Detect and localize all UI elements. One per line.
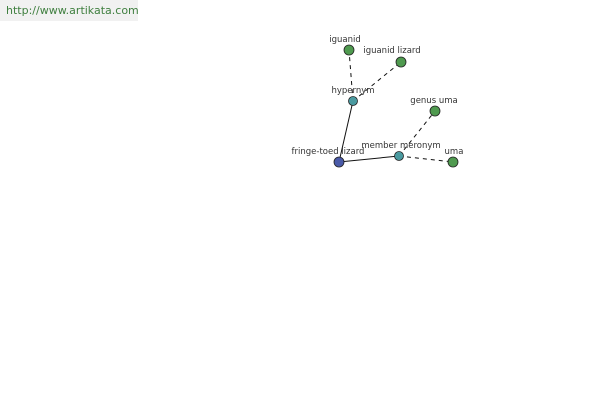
node-iguanid-lizard[interactable]: [395, 56, 407, 68]
node-iguanid[interactable]: [343, 44, 355, 56]
graph-labels: fringe-toed lizard hypernym member meronym…: [292, 35, 464, 157]
node-label-iguanid-lizard: iguanid lizard: [363, 46, 420, 56]
node-label-genus-uma: genus uma: [410, 96, 457, 106]
node-label-iguanid: iguanid: [329, 35, 361, 45]
graph-nodes: [333, 44, 459, 168]
edge-fringe-toed-lizard-to-hypernym: [338, 100, 354, 163]
node-label-hypernym: hypernym: [331, 86, 374, 96]
node-label-member-meronym: member meronym: [361, 141, 440, 151]
edge-member-meronym-to-uma: [398, 155, 454, 163]
node-label-fringe-toed-lizard: fringe-toed lizard: [292, 147, 365, 157]
node-label-uma: uma: [445, 147, 464, 157]
edge-hypernym-to-iguanid: [348, 49, 354, 102]
edge-member-meronym-to-genus-uma: [398, 110, 436, 157]
graph-edges: [338, 49, 454, 163]
node-member-meronym[interactable]: [394, 151, 404, 161]
node-uma[interactable]: [447, 156, 459, 168]
site-url-watermark: http://www.artikata.com: [0, 0, 139, 21]
edge-hypernym-to-iguanid-lizard: [352, 61, 402, 102]
node-genus-uma[interactable]: [429, 105, 441, 117]
edge-fringe-toed-lizard-to-member-meronym: [338, 155, 400, 163]
node-fringe-toed-lizard[interactable]: [333, 156, 345, 168]
node-hypernym[interactable]: [348, 96, 358, 106]
